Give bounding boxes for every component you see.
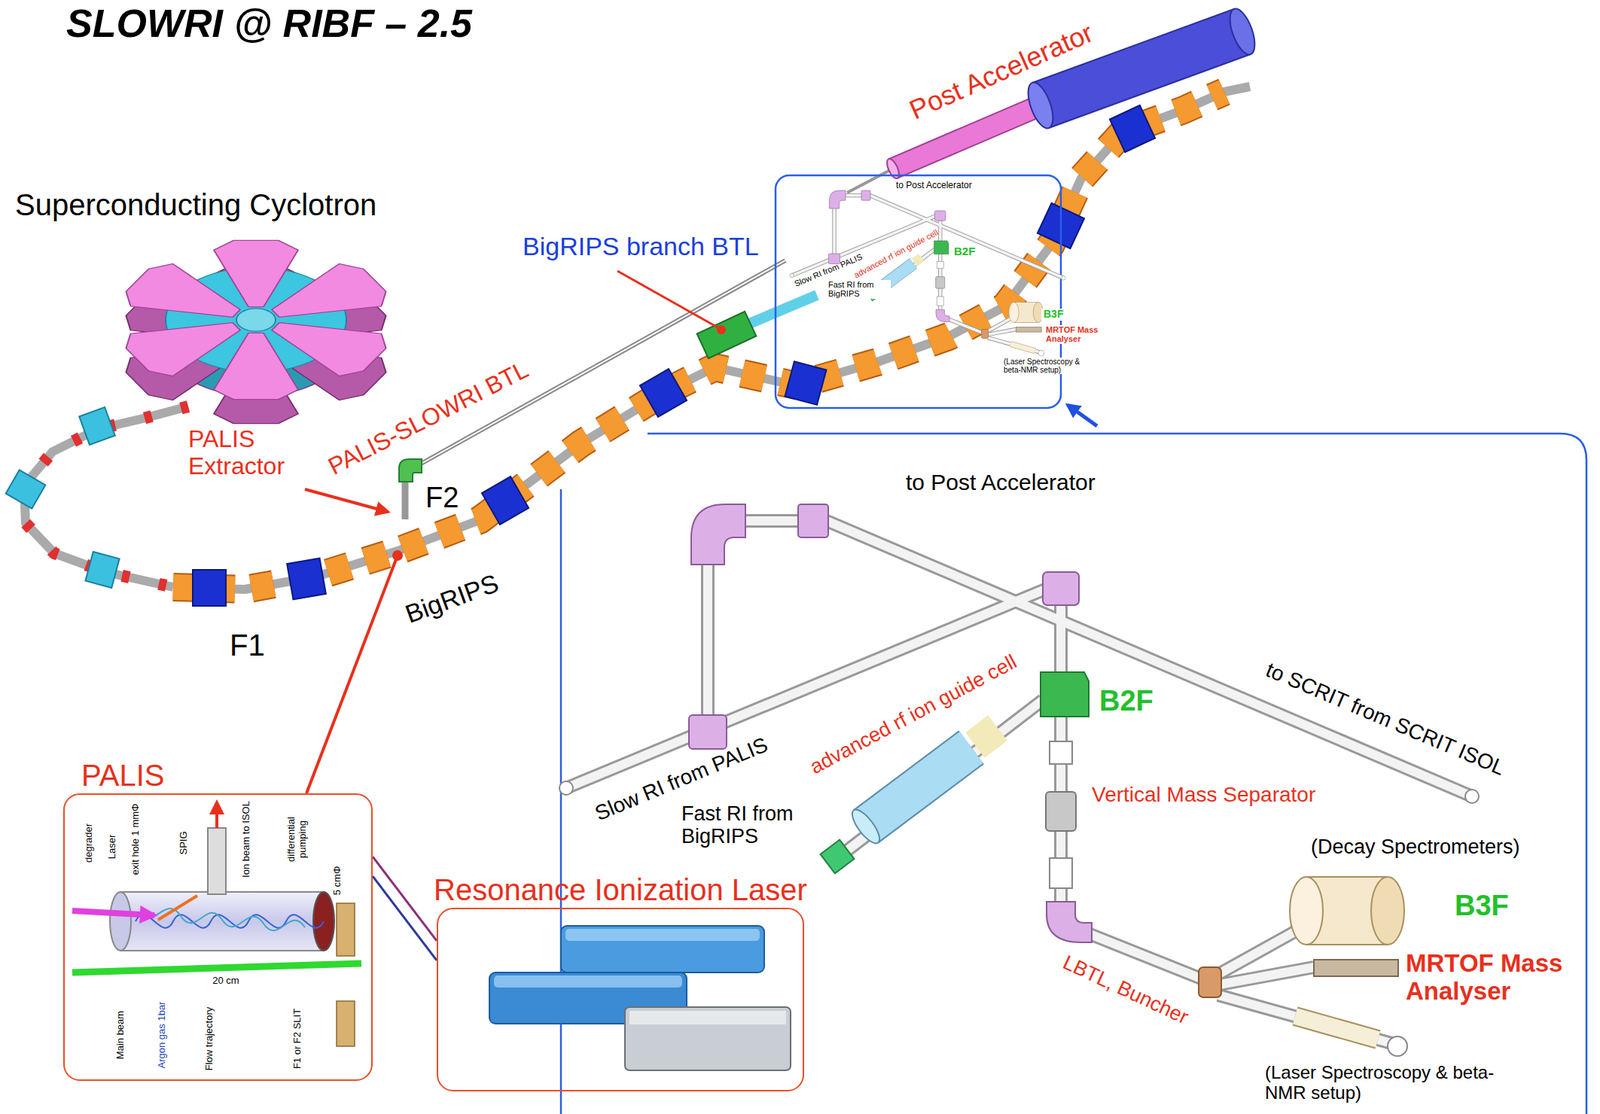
cyan-magnets: [6, 407, 120, 589]
figure-label: differential pumping: [286, 801, 308, 878]
thumbnail-label: B2F: [951, 245, 978, 259]
beamline-name: BigRIPS branch BTL: [520, 231, 762, 261]
thumbnail-label: MRTOF Mass Analyser: [1043, 325, 1101, 345]
dimension-label: 20 cm: [212, 975, 239, 988]
beamline: [24, 406, 189, 588]
palis-device: [72, 963, 362, 973]
post-accelerator-drawing: [1225, 5, 1260, 58]
inset-thumbnail: [789, 190, 1066, 357]
post-accelerator-drawing: [1023, 79, 1058, 132]
focal-plane: F2: [425, 481, 459, 515]
dimension-label: 5 cmΦ: [332, 866, 344, 896]
dipole-magnets: [192, 569, 226, 607]
figure-label: SPIG: [178, 831, 190, 855]
leader-lines: [306, 555, 398, 794]
palis-device: [215, 802, 219, 829]
figure-label: Ion beam to ISOL: [240, 801, 253, 878]
post-accelerator-drawing: [884, 157, 902, 180]
figure-label: Argon gas 1bar: [156, 1002, 168, 1070]
laser-units: [493, 975, 683, 988]
beamline: [24, 86, 1250, 590]
thumbnail-label: B3F: [1041, 308, 1066, 321]
thumbnail-label: to Post Accelerator: [893, 180, 975, 191]
slide-title: SLOWRI @ RIBF – 2.5: [66, 1, 473, 46]
laser-units: [560, 926, 765, 973]
palis-device: [336, 903, 355, 957]
floor-name: B3F: [1454, 889, 1509, 923]
cyclotron-drawing: [236, 308, 276, 332]
laser-units: [565, 929, 760, 942]
experimental-hall: [559, 504, 1479, 1057]
branch-line: [617, 271, 720, 329]
cyan-magnets: [85, 551, 119, 589]
cyclotron-drawing: [115, 305, 258, 381]
thumbnail-label: (Laser Spectroscopy & beta-NMR setup): [1001, 357, 1089, 375]
cyclotron-drawing: [213, 332, 299, 400]
spectrometer-name: BigRIPS: [401, 568, 503, 629]
laser-beam-line: [372, 856, 437, 942]
cyan-magnets: [79, 407, 116, 445]
palis-device: [109, 892, 132, 951]
laser-units: [629, 1011, 787, 1025]
palis-device: [158, 896, 198, 921]
laser-beam-line: [372, 876, 437, 961]
part-name: PALIS Extractor: [188, 426, 317, 481]
palis-device: [336, 1001, 355, 1047]
palis-device: [139, 908, 305, 931]
figure-label: degrader: [83, 823, 95, 863]
floor-name: B2F: [1099, 685, 1154, 718]
part-name: (Decay Spectrometers): [1310, 835, 1521, 859]
palis-device: [207, 828, 226, 895]
dipole-magnets: [286, 558, 327, 601]
branch-line: [617, 271, 817, 359]
cyclotron-drawing: [254, 259, 397, 335]
machine-name: Superconducting Cyclotron: [15, 188, 377, 223]
part-name: MRTOF Mass Analyser: [1405, 950, 1594, 1006]
branch-line: [716, 325, 726, 335]
cyclotron-drawing: [115, 240, 396, 424]
part-name: (Laser Spectroscopy & beta-NMR setup): [1264, 1063, 1514, 1104]
dipole-magnets: [481, 476, 529, 525]
post-accelerator-drawing: [847, 168, 893, 193]
panel-heading: PALIS: [81, 758, 165, 793]
panel-heading: Resonance Ionization Laser: [433, 873, 808, 907]
figure-label: Laser: [106, 835, 119, 860]
pipe-label: to Post Accelerator: [905, 469, 1096, 496]
laser-units: [489, 926, 791, 1071]
dipole-magnets: [192, 105, 1156, 607]
laser-panel: Resonance Ionization Laser: [436, 908, 805, 1092]
palis-device: [72, 802, 362, 1047]
pipe-label: Fast RI from BigRIPS: [681, 802, 832, 848]
dipole-magnets: [785, 361, 827, 406]
laser-units: [624, 1007, 791, 1071]
cyclotron-drawing: [115, 240, 396, 400]
figure-label: F1 or F2 SLIT: [292, 1008, 304, 1070]
dipole-magnets: [640, 368, 687, 418]
branch-line: [697, 311, 757, 359]
leader-lines: [304, 489, 388, 512]
thumbnail-label: Fast RI from BigRIPS: [825, 280, 891, 299]
figure-label: Flow trajectory: [204, 1007, 216, 1072]
transport-line: [399, 459, 422, 482]
beamline: [24, 406, 189, 588]
leader-lines: [1067, 405, 1098, 427]
figure-label: Main beam: [115, 1011, 127, 1060]
focal-plane: F1: [229, 628, 266, 663]
figure-label: exit hole 1 mmΦ: [130, 804, 142, 876]
branch-line: [749, 295, 817, 324]
cyan-magnets: [6, 469, 46, 509]
leader-lines: [392, 550, 403, 561]
palis-device: [120, 892, 324, 951]
cyclotron-drawing: [213, 240, 299, 307]
dipole-magnets: [1109, 105, 1156, 153]
palis-device: [72, 911, 155, 916]
part-name: Vertical Mass Separator: [1091, 783, 1316, 807]
